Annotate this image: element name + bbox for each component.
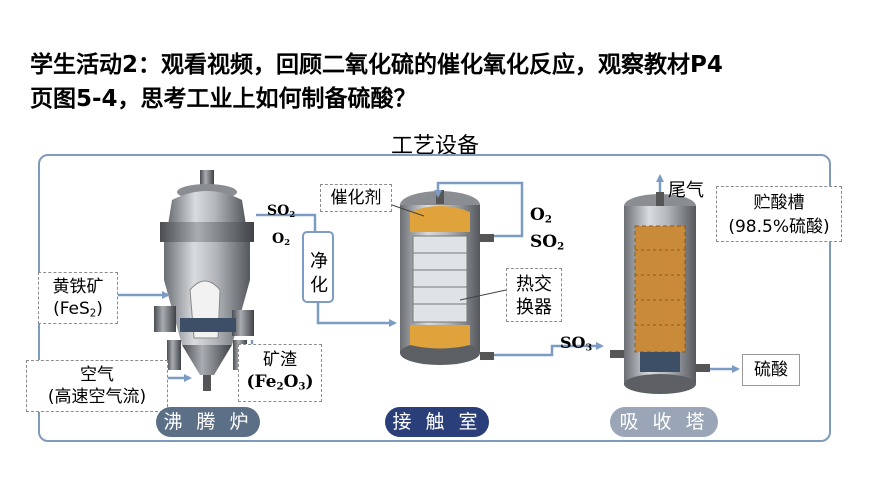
boiling-furnace-illustration [154,170,254,391]
slag-label-box: 矿渣 (Fe2O3) [238,344,322,402]
arrow-gas-recycle [434,181,524,238]
arrow-purifier-to-contact [316,300,397,327]
pyrite-label: 黄铁矿 [52,277,104,297]
contact-chamber-name-label: 接 触 室 [385,407,489,437]
contact-out-so3: SO3 [560,333,593,354]
furnace-out-o2: O2 [272,231,291,248]
contact-in-gases: O2 SO2 [530,204,564,257]
acid-tank-note: (98.5%硫酸) [728,217,830,237]
flow-arrows [116,174,740,382]
exchanger-leader [459,289,507,301]
air-label: 空气 [80,365,114,385]
arrow-furnace-to-purifier [256,213,317,232]
catalyst-leader [391,204,425,217]
heading-line-2: 页图5-4，思考工业上如何制备硫酸？ [30,86,417,112]
heading-line-1: 学生活动2：观看视频，回顾二氧化硫的催化氧化反应，观察教材P4 [30,52,723,78]
furnace-name-label: 沸 腾 炉 [156,407,260,437]
acid-tank-label: 贮酸槽 [753,193,805,213]
tail-gas-label: 尾气 [668,180,704,201]
air-label-box: 空气 (高速空气流) [26,360,168,412]
absorption-tower-name-label: 吸 收 塔 [610,407,718,437]
acid-tank-box: 贮酸槽 (98.5%硫酸) [716,186,842,242]
catalyst-label: 催化剂 [320,184,392,212]
sulfuric-acid-product-label: 硫酸 [742,354,800,386]
slag-label: 矿渣 [263,350,297,370]
pyrite-label-box: 黄铁矿 (FeS2) [38,272,118,324]
activity-heading: 学生活动2：观看视频，回顾二氧化硫的催化氧化反应，观察教材P4 页图5-4，思考… [30,48,850,116]
pyrite-formula: (FeS2) [53,299,103,320]
heat-exchanger-label: 热交换器 [506,268,562,322]
purifier-box [302,231,334,303]
air-note: (高速空气流) [47,387,147,407]
absorption-tower-illustration [610,192,710,394]
contact-chamber-illustration [400,190,494,365]
arrow-so3-to-tower [494,342,604,357]
contact-in-o2: O2 [530,205,552,226]
contact-in-so2: SO2 [530,231,565,253]
furnace-out-so2: SO2 [267,203,296,220]
purifier-label: 净化 [310,251,328,296]
slag-formula: (Fe2O3) [246,372,314,393]
